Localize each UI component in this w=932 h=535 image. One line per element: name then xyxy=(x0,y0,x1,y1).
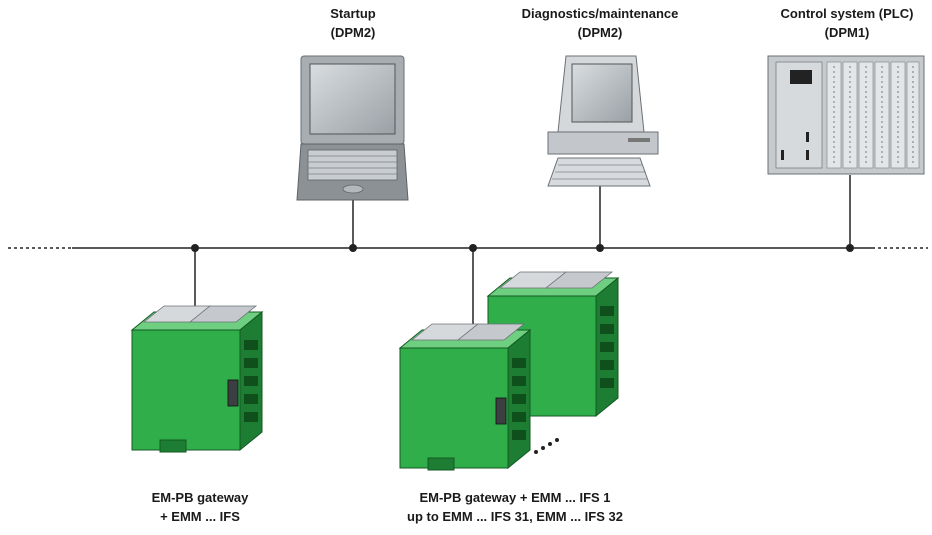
junction-dot xyxy=(846,244,854,252)
laptop-icon xyxy=(296,55,409,201)
single-module-label-line1: EM-PB gateway xyxy=(151,490,249,505)
bus-junctions xyxy=(191,244,854,252)
diagnostics-label: Diagnostics/maintenance (DPM2) xyxy=(510,4,690,42)
startup-label-line2: (DPM2) xyxy=(330,25,376,40)
din-rail-module-icon xyxy=(398,323,532,471)
plc-rack-icon xyxy=(767,55,925,175)
plc-label-line1: Control system (PLC) xyxy=(780,6,914,21)
continuation-dots xyxy=(534,438,559,454)
single-module-label-line2: + EMM ... IFS xyxy=(160,509,240,524)
junction-dot xyxy=(349,244,357,252)
junction-dot xyxy=(596,244,604,252)
startup-label: Startup (DPM2) xyxy=(293,4,413,42)
plc-label-line2: (DPM1) xyxy=(824,25,870,40)
din-rail-module-icon xyxy=(130,305,264,453)
startup-label-line1: Startup xyxy=(330,6,376,21)
group-module-label-line1: EM-PB gateway + EMM ... IFS 1 xyxy=(419,490,611,505)
diagnostics-label-line2: (DPM2) xyxy=(577,25,623,40)
group-module-label: EM-PB gateway + EMM ... IFS 1 up to EMM … xyxy=(370,488,660,526)
single-module-label: EM-PB gateway + EMM ... IFS xyxy=(120,488,280,526)
junction-dot xyxy=(469,244,477,252)
junction-dot xyxy=(191,244,199,252)
plc-label: Control system (PLC) (DPM1) xyxy=(764,4,930,42)
diagnostics-label-line1: Diagnostics/maintenance xyxy=(521,6,679,21)
group-module-label-line2: up to EMM ... IFS 31, EMM ... IFS 32 xyxy=(407,509,623,524)
desktop-computer-icon xyxy=(547,55,659,187)
